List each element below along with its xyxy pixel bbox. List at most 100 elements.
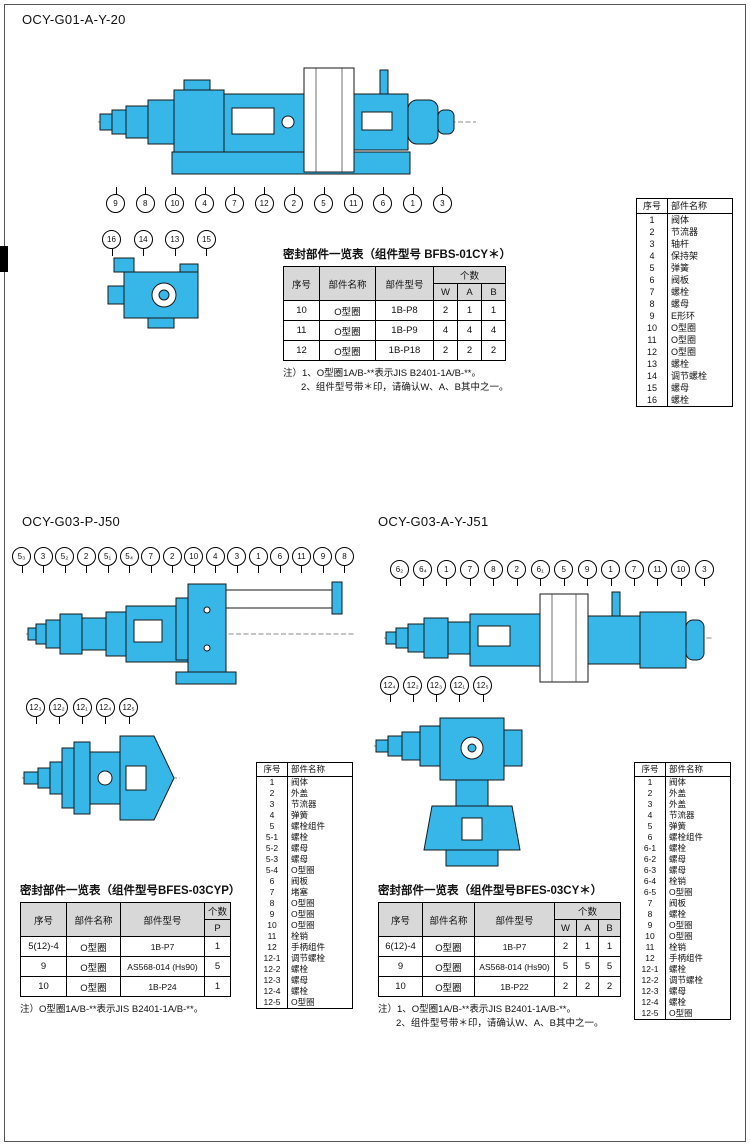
col-header-model: 部件型号	[120, 902, 205, 937]
parts-list-row: 6-5 O型圈	[634, 887, 731, 898]
parts-list-row: 12-3 螺母	[634, 986, 731, 997]
callout-circle: 5₂	[55, 547, 75, 573]
cell-model: 1B-P18	[375, 340, 434, 361]
cell-no: 6(12)-4	[378, 936, 423, 957]
callout-circle: 5	[314, 187, 334, 213]
cell-model: 1B-P8	[375, 300, 434, 321]
part-name: 手柄组件	[291, 942, 326, 952]
cell-a: 5	[576, 956, 599, 977]
parts-header-name: 部件名称	[667, 198, 733, 214]
parts-list-row: 6-1 螺栓	[634, 843, 731, 854]
seal-table-row: 12 O型圈 1B-P18 2 2 2	[283, 340, 506, 361]
part-name: 轴杆	[671, 239, 690, 249]
cell-name: O型圈	[422, 936, 475, 957]
seal-table-row: 10 O型圈 1B-P22 2 2 2	[378, 976, 621, 997]
part-name: 螺母	[669, 986, 687, 996]
part-no: 4	[634, 810, 666, 821]
parts-list-row: 2 外盖	[256, 788, 353, 799]
j51-seal-table-title: 密封部件一览表（组件型号BFES-03CY＊）	[378, 885, 603, 897]
parts-list-row: 8 螺栓	[634, 909, 731, 920]
part-name: 栓销	[669, 876, 687, 886]
part-name: 节流器	[671, 227, 699, 237]
parts-list-row: 6-3 螺母	[634, 865, 731, 876]
part-no: 6	[634, 832, 666, 843]
parts-list-row: 9 O型圈	[256, 909, 353, 920]
part-no: 7	[634, 898, 666, 909]
parts-list-row: 2 节流器	[636, 226, 733, 238]
parts-list-row: 6 螺栓组件	[634, 832, 731, 843]
part-name: 螺栓	[669, 997, 687, 1007]
section-title-j50: OCY-G03-P-J50	[22, 514, 121, 529]
part-no: 1	[636, 213, 668, 226]
callout-circle: 9	[313, 547, 333, 573]
callout-circle: 6₂	[390, 560, 409, 586]
j50-valve-cross-section-diagram	[26, 581, 356, 685]
part-no: 6-3	[634, 865, 666, 876]
col-header-a: A	[457, 283, 482, 301]
callout-circle: 5₁	[98, 547, 118, 573]
parts-list-row: 3 轴杆	[636, 238, 733, 250]
part-name: 螺母	[669, 865, 687, 875]
part-name: 阀板	[669, 898, 687, 908]
parts-list-row: 6-4 栓销	[634, 876, 731, 887]
cell-model: 1B-P7	[120, 936, 205, 957]
part-name: 阀体	[671, 215, 690, 225]
part-name: 螺栓	[291, 832, 309, 842]
part-no: 12-3	[256, 975, 288, 986]
cell-name: O型圈	[319, 300, 376, 321]
part-name: 外盖	[669, 788, 687, 798]
j50-seal-table: 序号 部件名称 部件型号 个数 P 5(12)-4 O型圈 1B-P7 1	[20, 902, 231, 997]
callout-circle: 12₃	[26, 698, 45, 724]
part-no: 5-2	[256, 843, 288, 854]
cell-no: 9	[378, 956, 423, 977]
seal-table-row: 11 O型圈 1B-P9 4 4 4	[283, 320, 506, 341]
part-no: 2	[634, 788, 666, 799]
seal-table-row: 6(12)-4 O型圈 1B-P7 2 1 1	[378, 936, 621, 957]
cell-model: 1B-P9	[375, 320, 434, 341]
part-name: 外盖	[669, 799, 687, 809]
parts-list-row: 12-4 螺栓	[634, 997, 731, 1008]
parts-list-row: 11 栓销	[634, 942, 731, 953]
parts-list-row: 12-4 螺栓	[256, 986, 353, 997]
callout-circle: 11	[291, 547, 311, 573]
seal-table-row: 9 O型圈 AS568-014 (Hs90) 5	[20, 956, 231, 977]
part-no: 12-5	[634, 1008, 666, 1020]
callout-circle: 3	[432, 187, 452, 213]
g01-parts-list: 序号 部件名称 1 阀体 2 节流器 3 轴杆	[636, 198, 733, 407]
part-no: 5	[256, 821, 288, 832]
callout-circle: 4	[205, 547, 225, 573]
cell-p: 5	[204, 956, 231, 977]
parts-list-row: 5-2 螺母	[256, 843, 353, 854]
parts-list-row: 6 阀板	[256, 876, 353, 887]
parts-list-row: 5-3 螺母	[256, 854, 353, 865]
part-name: O型圈	[291, 920, 315, 930]
callout-circle: 2	[76, 547, 96, 573]
part-no: 10	[256, 920, 288, 931]
part-no: 12	[256, 942, 288, 953]
part-no: 5-3	[256, 854, 288, 865]
callout-circle: 12₅	[119, 698, 138, 724]
parts-list-row: 12-3 螺母	[256, 975, 353, 986]
part-name: 螺母	[669, 854, 687, 864]
part-name: O型圈	[671, 347, 697, 357]
cell-w: 2	[554, 976, 577, 997]
callout-circle: 6₄	[413, 560, 433, 586]
j51-parts-list: 序号 部件名称 1 阀体 2 外盖 3 外盖	[634, 762, 731, 1020]
part-no: 7	[256, 887, 288, 898]
callout-circle: 6₁	[530, 560, 550, 586]
part-name: 螺栓	[671, 359, 690, 369]
part-no: 12-4	[634, 997, 666, 1008]
part-name: 弹簧	[669, 821, 687, 831]
callout-circle: 3	[33, 547, 53, 573]
callout-circle: 2	[507, 560, 527, 586]
col-header-qty: 个数	[433, 266, 506, 284]
parts-list-row: 7 堵塞	[256, 887, 353, 898]
part-name: 螺栓	[671, 287, 690, 297]
part-no: 5	[636, 262, 668, 274]
callout-circle: 8	[135, 187, 155, 213]
part-no: 12-1	[256, 953, 288, 964]
callout-circle: 4	[195, 187, 215, 213]
